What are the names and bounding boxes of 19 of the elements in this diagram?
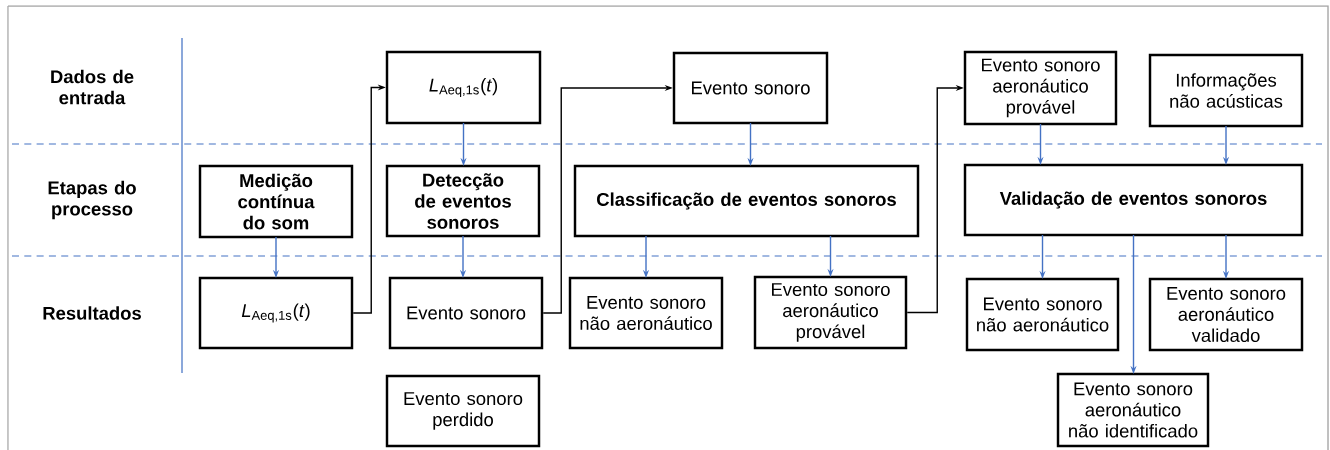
data-box: L$_{Aeq,1s}$(t) — [385, 50, 542, 125]
data-box: Evento sonoro — [388, 276, 544, 350]
row-label: Dados de entrada — [51, 69, 134, 105]
data-box: Evento sonoro aeronáutico validado — [1148, 277, 1304, 352]
data-box: Evento sonoro não aeronáutico — [568, 276, 724, 350]
data-box: Evento sonoro não aeronáutico — [965, 277, 1120, 352]
data-box: Evento sonoro aeronáutico não identificado — [1056, 372, 1210, 448]
data-box: Evento sonoro — [672, 51, 829, 125]
data-box: Informações não acústicas — [1148, 53, 1304, 128]
process-box: Validação de eventos sonoros — [963, 163, 1304, 237]
data-box: Evento sonoro aeronáutico provável — [963, 50, 1118, 126]
process-box: Classificação de eventos sonoros — [573, 164, 920, 238]
row-label: Resultados — [43, 306, 141, 320]
process-box: Detecção de eventos sonoros — [385, 164, 541, 238]
row-label: Etapas do processo — [48, 180, 136, 220]
data-box: L$_{Aeq,1s}$(t) — [198, 276, 354, 350]
data-box: Evento sonoro aeronáutico provável — [753, 275, 908, 350]
process-box: Medição contínua do som — [198, 164, 354, 239]
data-box: Evento sonoro perdido — [385, 374, 541, 448]
